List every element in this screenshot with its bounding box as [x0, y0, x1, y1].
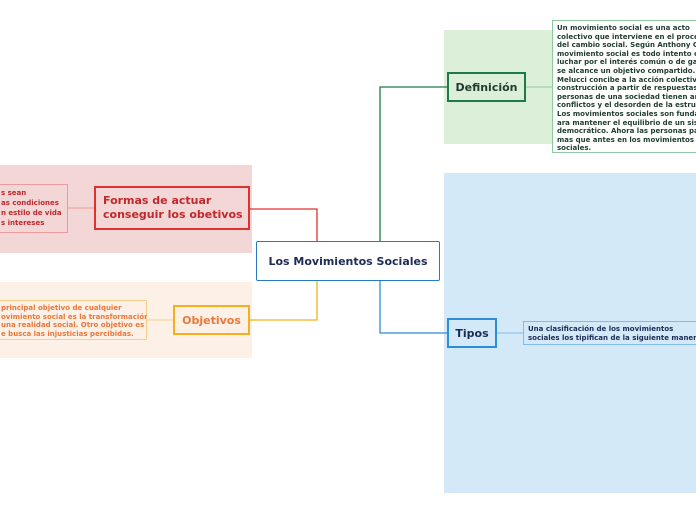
tipos-note-clip: Una clasificación de los movimientos soc…	[523, 321, 696, 345]
formas-topic[interactable]: Formas de actuar conseguir los obetivos	[94, 186, 250, 230]
definicion-note-line: democrático. Ahora las personas partic	[557, 127, 696, 136]
link-central-objetivos	[250, 281, 318, 321]
tipos-note-line: sociales los tipifican de la siguiente m…	[528, 333, 696, 342]
formas-note-line: n estilo de vida	[1, 209, 62, 217]
formas-label-line: conseguir los obetivos	[103, 208, 243, 221]
tipos-topic[interactable]: Tipos	[447, 318, 497, 348]
objetivos-label: Objetivos	[182, 313, 241, 327]
definicion-note-clip: Un movimiento social es una acto colecti…	[552, 20, 696, 153]
definicion-note-line: ara mantener el equilibrio de un sister	[557, 118, 696, 127]
definicion-note-line: sociales.	[557, 144, 592, 153]
definicion-note-line: se alcance un objetivo compartido. Alb	[557, 66, 696, 75]
definicion-label: Definición	[455, 80, 518, 94]
definicion-note-line: construcción a partir de respuestas qu	[557, 84, 696, 93]
formas-note-line: as condiciones	[1, 199, 59, 207]
central-topic[interactable]: Los Movimientos Sociales	[256, 241, 440, 281]
link-central-tipos	[379, 281, 447, 334]
tipos-note[interactable]: Una clasificación de los movimientos soc…	[523, 321, 696, 345]
definicion-note-line: luchar por el interés común o de garan	[557, 58, 696, 67]
definicion-topic[interactable]: Definición	[447, 72, 526, 102]
formas-note[interactable]: s sean as condiciones n estilo de vida s…	[0, 184, 68, 233]
definicion-note-line: movimiento social es todo intento cole	[557, 49, 696, 58]
tipos-note-line: Una clasificación de los movimientos	[528, 325, 674, 333]
objetivos-note-line: una realidad social. Otro objetivo es	[1, 321, 145, 330]
link-central-definicion	[379, 86, 447, 241]
definicion-note-line: del cambio social. Según Anthony Gidd	[557, 41, 696, 50]
objetivos-note-clip: principal objetivo de cualquier ovimient…	[0, 300, 147, 340]
objetivos-note-line: principal objetivo de cualquier	[1, 304, 122, 312]
link-central-formas	[250, 208, 318, 241]
definicion-note[interactable]: Un movimiento social es una acto colecti…	[552, 20, 696, 153]
definicion-note-line: Un movimiento social es una acto	[557, 24, 690, 32]
formas-note-line: s intereses	[1, 219, 45, 227]
objetivos-note[interactable]: principal objetivo de cualquier ovimient…	[0, 300, 147, 340]
definicion-note-line: mas que antes en los movimientos y g	[557, 135, 696, 144]
central-topic-label: Los Movimientos Sociales	[268, 254, 428, 268]
definicion-note-line: Melucci concibe a la acción colectiva c	[557, 75, 696, 84]
formas-note-clip: s sean as condiciones n estilo de vida s…	[0, 184, 68, 233]
definicion-note-line: colectivo que interviene en el proceso	[557, 32, 696, 41]
tipos-label: Tipos	[455, 326, 489, 340]
definicion-note-line: personas de una sociedad tienen ante	[557, 92, 696, 101]
definicion-note-line: Los movimientos sociales son fundame	[557, 109, 696, 118]
definicion-note-line: conflictos y el desorden de la estructu	[557, 101, 696, 110]
objetivos-note-line: ovimiento social es la transformación	[1, 312, 147, 321]
objetivos-note-line: e busca las injusticias percibidas.	[1, 329, 134, 338]
formas-note-line: s sean	[1, 189, 27, 197]
formas-label-line: Formas de actuar	[103, 194, 212, 207]
objetivos-topic[interactable]: Objetivos	[173, 305, 250, 335]
